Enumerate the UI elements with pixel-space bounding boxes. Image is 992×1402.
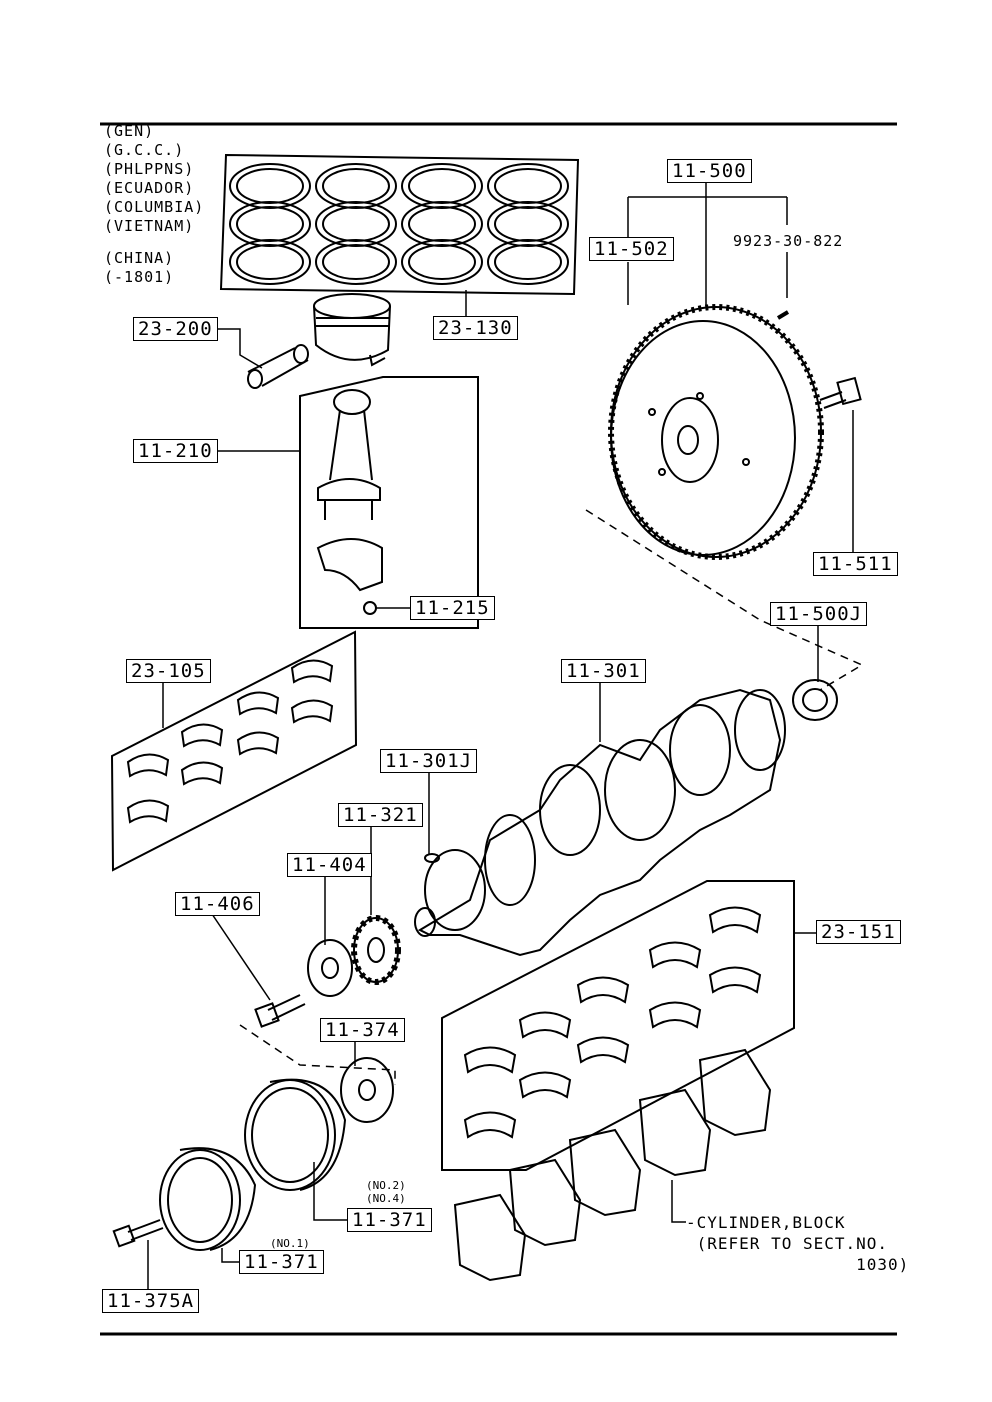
main-bearing-caps <box>453 1048 772 1282</box>
crankshaft-key <box>424 853 440 863</box>
callout-11-371-no2-no4[interactable]: 11-371 <box>347 1208 432 1232</box>
rod-bearing-box <box>110 630 358 872</box>
callout-11-210[interactable]: 11-210 <box>133 439 218 463</box>
market-item: (G.C.C.) <box>104 141 185 159</box>
flywheel-bolt <box>819 376 862 409</box>
callout-23-200[interactable]: 23-200 <box>133 317 218 341</box>
crank-bolt <box>254 994 306 1028</box>
pulley-bolt <box>112 1219 164 1248</box>
callout-11-301j[interactable]: 11-301J <box>380 749 478 773</box>
note-no1: (NO.1) <box>270 1237 310 1250</box>
connecting-rod-box <box>299 376 479 629</box>
callout-11-511[interactable]: 11-511 <box>813 552 898 576</box>
piston-ring-set <box>219 153 580 296</box>
leader-lines <box>147 181 864 1289</box>
crank-plate <box>307 939 353 997</box>
market-item: (PHLPPNS) <box>104 160 195 178</box>
callout-11-375a[interactable]: 11-375A <box>102 1289 200 1313</box>
note-no4: (NO.4) <box>366 1192 406 1205</box>
main-bearing-box <box>441 880 795 1171</box>
callout-11-371-no1[interactable]: 11-371 <box>239 1250 324 1274</box>
piston <box>313 293 391 367</box>
pulley-boss <box>340 1057 394 1123</box>
callout-23-105[interactable]: 23-105 <box>126 659 211 683</box>
note-no2: (NO.2) <box>366 1179 406 1192</box>
cylinder-block-note: -CYLINDER,BLOCK (REFER TO SECT.NO. 1030) <box>686 1213 910 1274</box>
market-item: (CHINA) <box>104 249 175 267</box>
callout-11-406[interactable]: 11-406 <box>175 892 260 916</box>
callout-11-215[interactable]: 11-215 <box>410 596 495 620</box>
callout-11-502[interactable]: 11-502 <box>589 237 674 261</box>
callout-11-321[interactable]: 11-321 <box>338 803 423 827</box>
crank-pulley-small <box>159 1147 257 1251</box>
callout-9923-30-822[interactable]: 9923-30-822 <box>733 232 844 250</box>
market-item: (-1801) <box>104 268 175 286</box>
callout-11-301[interactable]: 11-301 <box>561 659 646 683</box>
timing-gear <box>351 915 401 985</box>
callout-11-404[interactable]: 11-404 <box>287 853 372 877</box>
callout-11-500[interactable]: 11-500 <box>667 159 752 183</box>
callout-11-500j[interactable]: 11-500J <box>770 602 868 626</box>
callout-11-374[interactable]: 11-374 <box>320 1018 405 1042</box>
flywheel <box>608 304 824 560</box>
callout-23-151[interactable]: 23-151 <box>816 920 901 944</box>
pilot-bearing <box>792 679 838 721</box>
piston-pin <box>247 344 309 389</box>
market-item: (VIETNAM) <box>104 217 195 235</box>
callout-23-130[interactable]: 23-130 <box>433 316 518 340</box>
crank-pulley-large <box>244 1078 347 1191</box>
crankshaft <box>414 688 786 957</box>
market-item: (GEN) <box>104 122 155 140</box>
market-item: (ECUADOR) <box>104 179 195 197</box>
market-item: (COLUMBIA) <box>104 198 205 216</box>
